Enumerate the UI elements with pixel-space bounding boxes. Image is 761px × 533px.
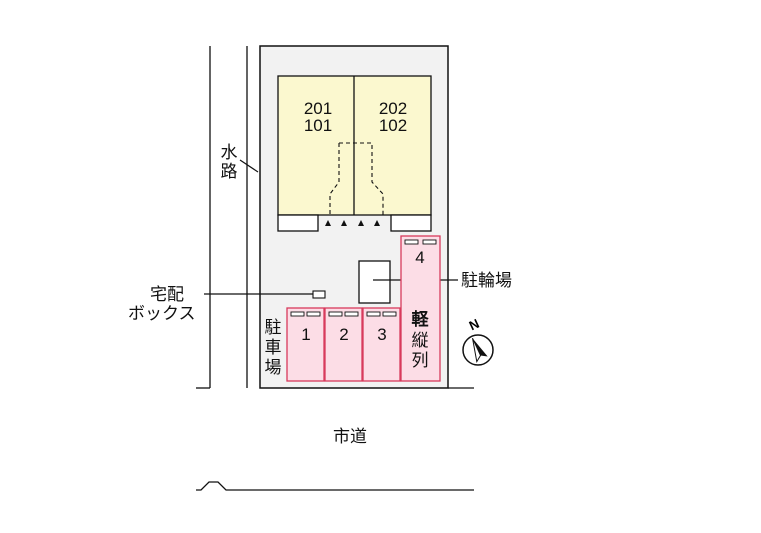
road-line [196, 481, 474, 491]
parking-label-3: 場 [264, 358, 282, 377]
wheel-stop [306, 311, 321, 317]
parking-space-outline [362, 307, 401, 382]
water-channel-leader [239, 159, 259, 173]
compass-arrow [472, 338, 488, 363]
unit-lower-left: 101 [303, 116, 333, 135]
water-channel-label-2: 路 [220, 162, 238, 181]
parking-space-outline [286, 307, 325, 382]
water-channel-label-1: 水 [220, 143, 238, 162]
unit-upper-left: 201 [303, 99, 333, 118]
wheel-stop [404, 239, 419, 245]
bicycle-parking-area [358, 260, 391, 304]
entrance-arrow [325, 220, 331, 226]
parking-space-3: 3 [377, 325, 387, 344]
compass: N [462, 316, 494, 366]
parking-space-4: 4 [415, 248, 425, 267]
parking-label-1: 駐 [264, 318, 282, 337]
entrance-arrow [374, 220, 380, 226]
wheel-stop [382, 311, 397, 317]
wheel-stop [290, 311, 305, 317]
delivery-box [312, 290, 326, 299]
kei-parking-label-1: 軽 [411, 310, 429, 329]
parking-space-1: 1 [301, 325, 311, 344]
kei-parking-label-2: 縦 [411, 331, 429, 350]
balcony-right [390, 214, 432, 232]
parking-spaces [286, 235, 441, 382]
parking-space-outline [324, 307, 363, 382]
parking-space-2: 2 [339, 325, 349, 344]
bicycle-parking-label: 駐輪場 [461, 271, 512, 290]
staircase-outline [329, 142, 384, 215]
parking-space-outline [400, 235, 441, 382]
compass-arrow-light [472, 338, 482, 363]
wheel-stop [328, 311, 343, 317]
wheel-stop [344, 311, 359, 317]
delivery-box-label-1: 宅配 [150, 285, 184, 304]
kei-parking-label-3: 列 [411, 351, 429, 370]
unit-upper-right: 202 [378, 99, 408, 118]
parking-label-2: 車 [264, 338, 282, 357]
delivery-box-label-2: ボックス [128, 304, 196, 323]
compass-arrow-dark [472, 338, 488, 357]
entrance-arrow [341, 220, 347, 226]
wheel-stop [366, 311, 381, 317]
compass-north-label: N [467, 316, 482, 334]
entrance-arrow [358, 220, 364, 226]
unit-lower-right: 102 [378, 116, 408, 135]
wheel-stop [422, 239, 437, 245]
balcony-left [277, 214, 319, 232]
city-road-label: 市道 [333, 427, 367, 446]
